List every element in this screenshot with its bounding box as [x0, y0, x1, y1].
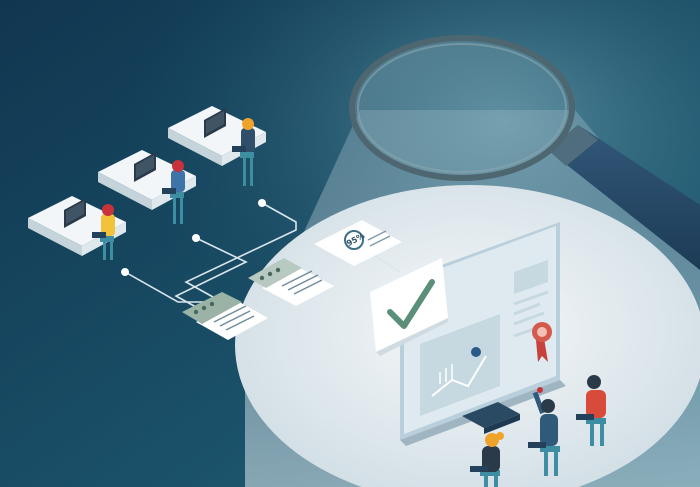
magnifier-handle: [548, 125, 700, 270]
award-seal-icon: [532, 322, 552, 362]
checkmark-card: [370, 258, 448, 356]
person-seated-1: [576, 375, 606, 446]
report-card: 95%: [314, 220, 402, 266]
connector-lines: [124, 202, 401, 313]
document-card-1: [182, 292, 268, 340]
person-seated-2: [528, 387, 560, 476]
person-seated-3: [470, 432, 504, 487]
workstation-2: [98, 150, 196, 224]
report-badge: [344, 230, 364, 250]
magnifying-glass-icon: [349, 35, 700, 270]
workstation-3: [168, 106, 266, 186]
document-card-2: [248, 258, 334, 306]
check-icon: [387, 279, 435, 329]
connector-dots: [121, 199, 266, 276]
workstation-1: [28, 196, 126, 260]
